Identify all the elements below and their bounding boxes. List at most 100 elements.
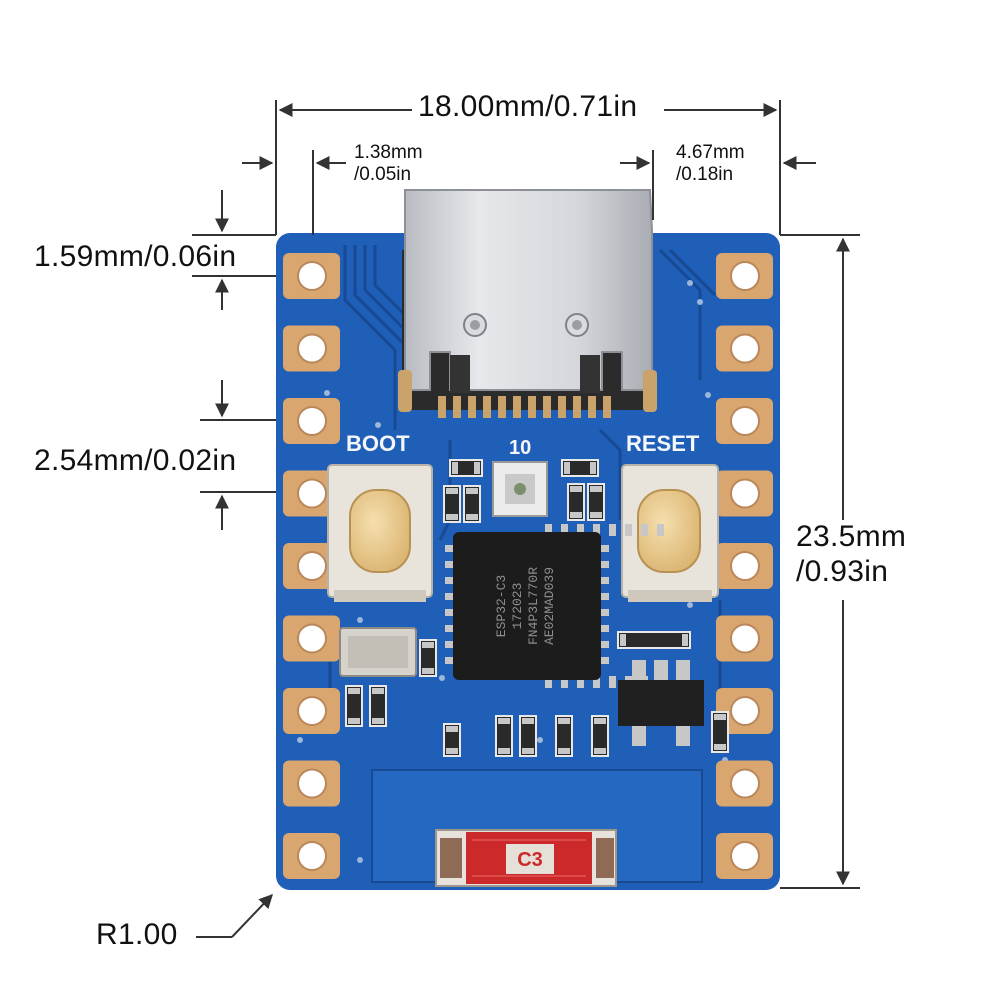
chip-pin: [641, 524, 648, 536]
smd-part: [617, 631, 691, 649]
top-edge-dimension: 1.59mm/0.06in: [34, 240, 237, 273]
pad-hole: [730, 696, 760, 726]
usb-pin: [483, 396, 491, 418]
left-offset-mm: 1.38mm: [354, 142, 423, 163]
esp32-c3-chip: ESP32-C3 172023 FN4P3L770R AE02MAD039: [445, 524, 664, 688]
usb-pin: [438, 396, 446, 418]
smd-part: [711, 711, 729, 753]
corner-radius-label: R1.00: [96, 918, 178, 951]
chip-pin: [577, 676, 584, 688]
smd-part: [449, 459, 483, 477]
chip-pin: [561, 524, 568, 536]
usb-pin: [453, 396, 461, 418]
chip-pin: [445, 577, 457, 584]
chip-pin: [609, 524, 616, 536]
usb-pin: [468, 396, 476, 418]
pad-hole: [297, 333, 327, 364]
pad-hole: [730, 841, 760, 871]
height-dimension-mm: 23.5mm: [796, 520, 907, 553]
pad-hole: [730, 551, 760, 581]
chip-pin: [597, 545, 609, 552]
pad-hole: [297, 696, 327, 726]
chip-pin: [445, 657, 457, 664]
boot-label: BOOT: [346, 431, 410, 456]
chip-marking-line: ESP32-C3: [494, 575, 509, 637]
pad-hole: [297, 841, 327, 871]
chip-pin: [597, 577, 609, 584]
rgb-led: [492, 461, 548, 517]
chip-pin: [445, 609, 457, 616]
usb-pin: [588, 396, 596, 418]
pad-hole: [297, 768, 327, 799]
dimension-lines: [192, 100, 860, 938]
chip-pin: [597, 641, 609, 648]
chip-pin: [625, 524, 632, 536]
reset-label: RESET: [626, 431, 700, 456]
chip-pin: [445, 593, 457, 600]
right-offset-in: /0.18in: [676, 164, 734, 185]
chip-marking-line: FN4P3L770R: [526, 567, 541, 645]
pad-hole: [297, 478, 327, 509]
pad-hole: [297, 406, 327, 436]
smd-part: [345, 685, 363, 727]
chip-pin: [597, 561, 609, 568]
pad-hole: [730, 623, 760, 654]
pad-hole: [730, 261, 760, 291]
smd-part: [567, 483, 585, 521]
usb-pin: [543, 396, 551, 418]
usb-pin: [603, 396, 611, 418]
usb-pin: [558, 396, 566, 418]
pad-hole: [730, 768, 760, 799]
chip-pin: [593, 676, 600, 688]
smd-part: [519, 715, 537, 757]
usb-pin: [498, 396, 506, 418]
pin-pitch-dimension: 2.54mm/0.02in: [34, 444, 237, 477]
castellated-pads: [283, 253, 773, 879]
pad-hole: [730, 406, 760, 436]
usb-pin: [573, 396, 581, 418]
chip-pin: [561, 676, 568, 688]
smd-part: [587, 483, 605, 521]
pad-hole: [730, 333, 760, 364]
chip-pin: [593, 524, 600, 536]
smd-part: [495, 715, 513, 757]
chip-pin: [597, 609, 609, 616]
usb-pin: [513, 396, 521, 418]
smd-part: [463, 485, 481, 523]
chip-pin: [445, 625, 457, 632]
width-dimension: 18.00mm/0.71in: [418, 90, 638, 123]
left-offset-in: /0.05in: [354, 164, 412, 185]
smd-part: [561, 459, 599, 477]
height-dimension-in: /0.93in: [796, 555, 889, 588]
gpio-label: 10: [509, 437, 532, 459]
usb-pin: [528, 396, 536, 418]
chip-pin: [597, 593, 609, 600]
pad-hole: [730, 478, 760, 509]
pad-hole: [297, 551, 327, 581]
chip-pin: [545, 676, 552, 688]
ceramic-antenna: C3: [435, 829, 617, 887]
pad-hole: [297, 261, 327, 291]
chip-pin: [445, 545, 457, 552]
chip-pin: [597, 657, 609, 664]
chip-pin: [445, 561, 457, 568]
chip-pin: [545, 524, 552, 536]
antenna-label: C3: [517, 849, 543, 871]
smd-part: [369, 685, 387, 727]
smd-part: [555, 715, 573, 757]
chip-pin: [597, 625, 609, 632]
boot-button: [327, 464, 433, 602]
usb-c-connector: [398, 189, 657, 418]
crystal-oscillator: [339, 627, 417, 677]
passive-components: [345, 459, 729, 757]
chip-pin: [657, 524, 664, 536]
voltage-regulator: [618, 660, 704, 746]
chip-pin: [609, 676, 616, 688]
right-offset-mm: 4.67mm: [676, 142, 745, 163]
chip-marking-line: 172023: [510, 583, 525, 630]
smd-part: [443, 485, 461, 523]
chip-pin: [445, 641, 457, 648]
smd-part: [443, 723, 461, 757]
